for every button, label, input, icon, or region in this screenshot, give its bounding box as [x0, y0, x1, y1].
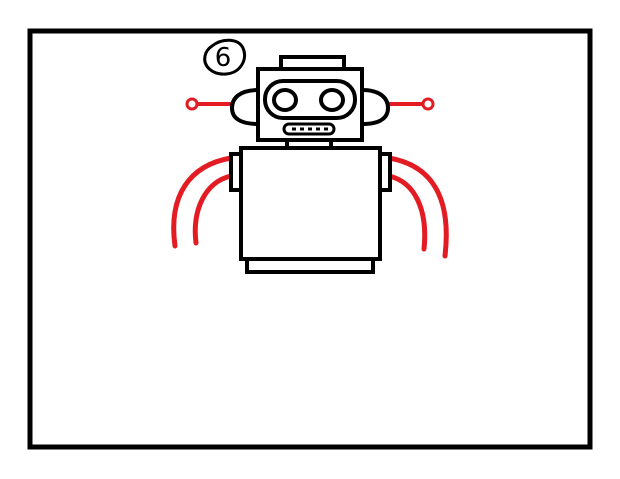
robot-body — [239, 146, 382, 261]
step-number: 6 — [214, 43, 232, 73]
ear-left — [229, 88, 259, 126]
mouth-dots — [292, 127, 328, 131]
arm-right — [386, 155, 449, 259]
antenna-left — [185, 97, 239, 111]
antenna-right — [381, 97, 435, 111]
ear-right — [361, 88, 391, 126]
step-badge-circle-icon — [203, 38, 246, 76]
arm-left — [171, 155, 234, 249]
robot-base — [245, 257, 375, 274]
eye-left — [272, 88, 298, 112]
eye-right — [319, 88, 345, 112]
